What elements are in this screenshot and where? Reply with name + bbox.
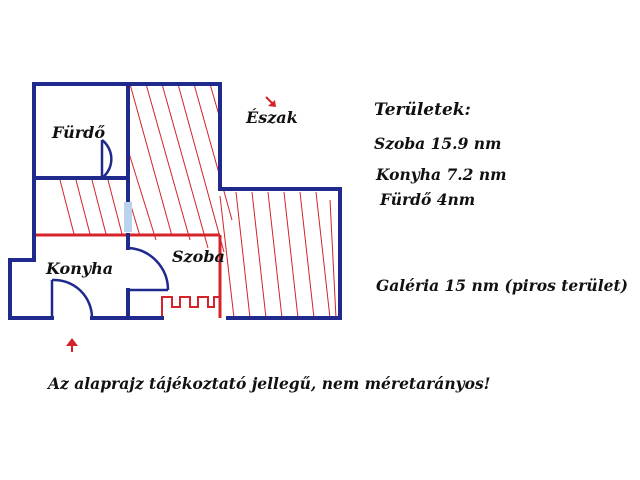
room-label-konyha: Konyha xyxy=(45,259,113,278)
entrance-arrow-icon xyxy=(66,338,78,352)
gallery-hatching xyxy=(128,84,337,318)
legend-title: Területek: xyxy=(374,100,471,120)
doors xyxy=(50,139,170,319)
walls xyxy=(8,82,342,320)
gallery-hatching-bath xyxy=(59,179,123,235)
area-konyha: Konyha 7.2 nm xyxy=(376,165,507,184)
room-label-furdo: Fürdő xyxy=(51,123,105,142)
north-arrow-icon xyxy=(265,96,276,107)
radiator-symbol xyxy=(161,296,220,318)
area-furdo: Fürdő 4nm xyxy=(380,190,476,209)
window-block xyxy=(124,202,132,232)
disclaimer-note: Az alaprajz tájékoztató jellegű, nem mér… xyxy=(48,374,491,393)
north-label: Észak xyxy=(245,107,298,127)
area-szoba: Szoba 15.9 nm xyxy=(374,134,502,153)
room-label-szoba: Szoba xyxy=(172,247,225,266)
area-galeria: Galéria 15 nm (piros terület) xyxy=(376,276,628,295)
